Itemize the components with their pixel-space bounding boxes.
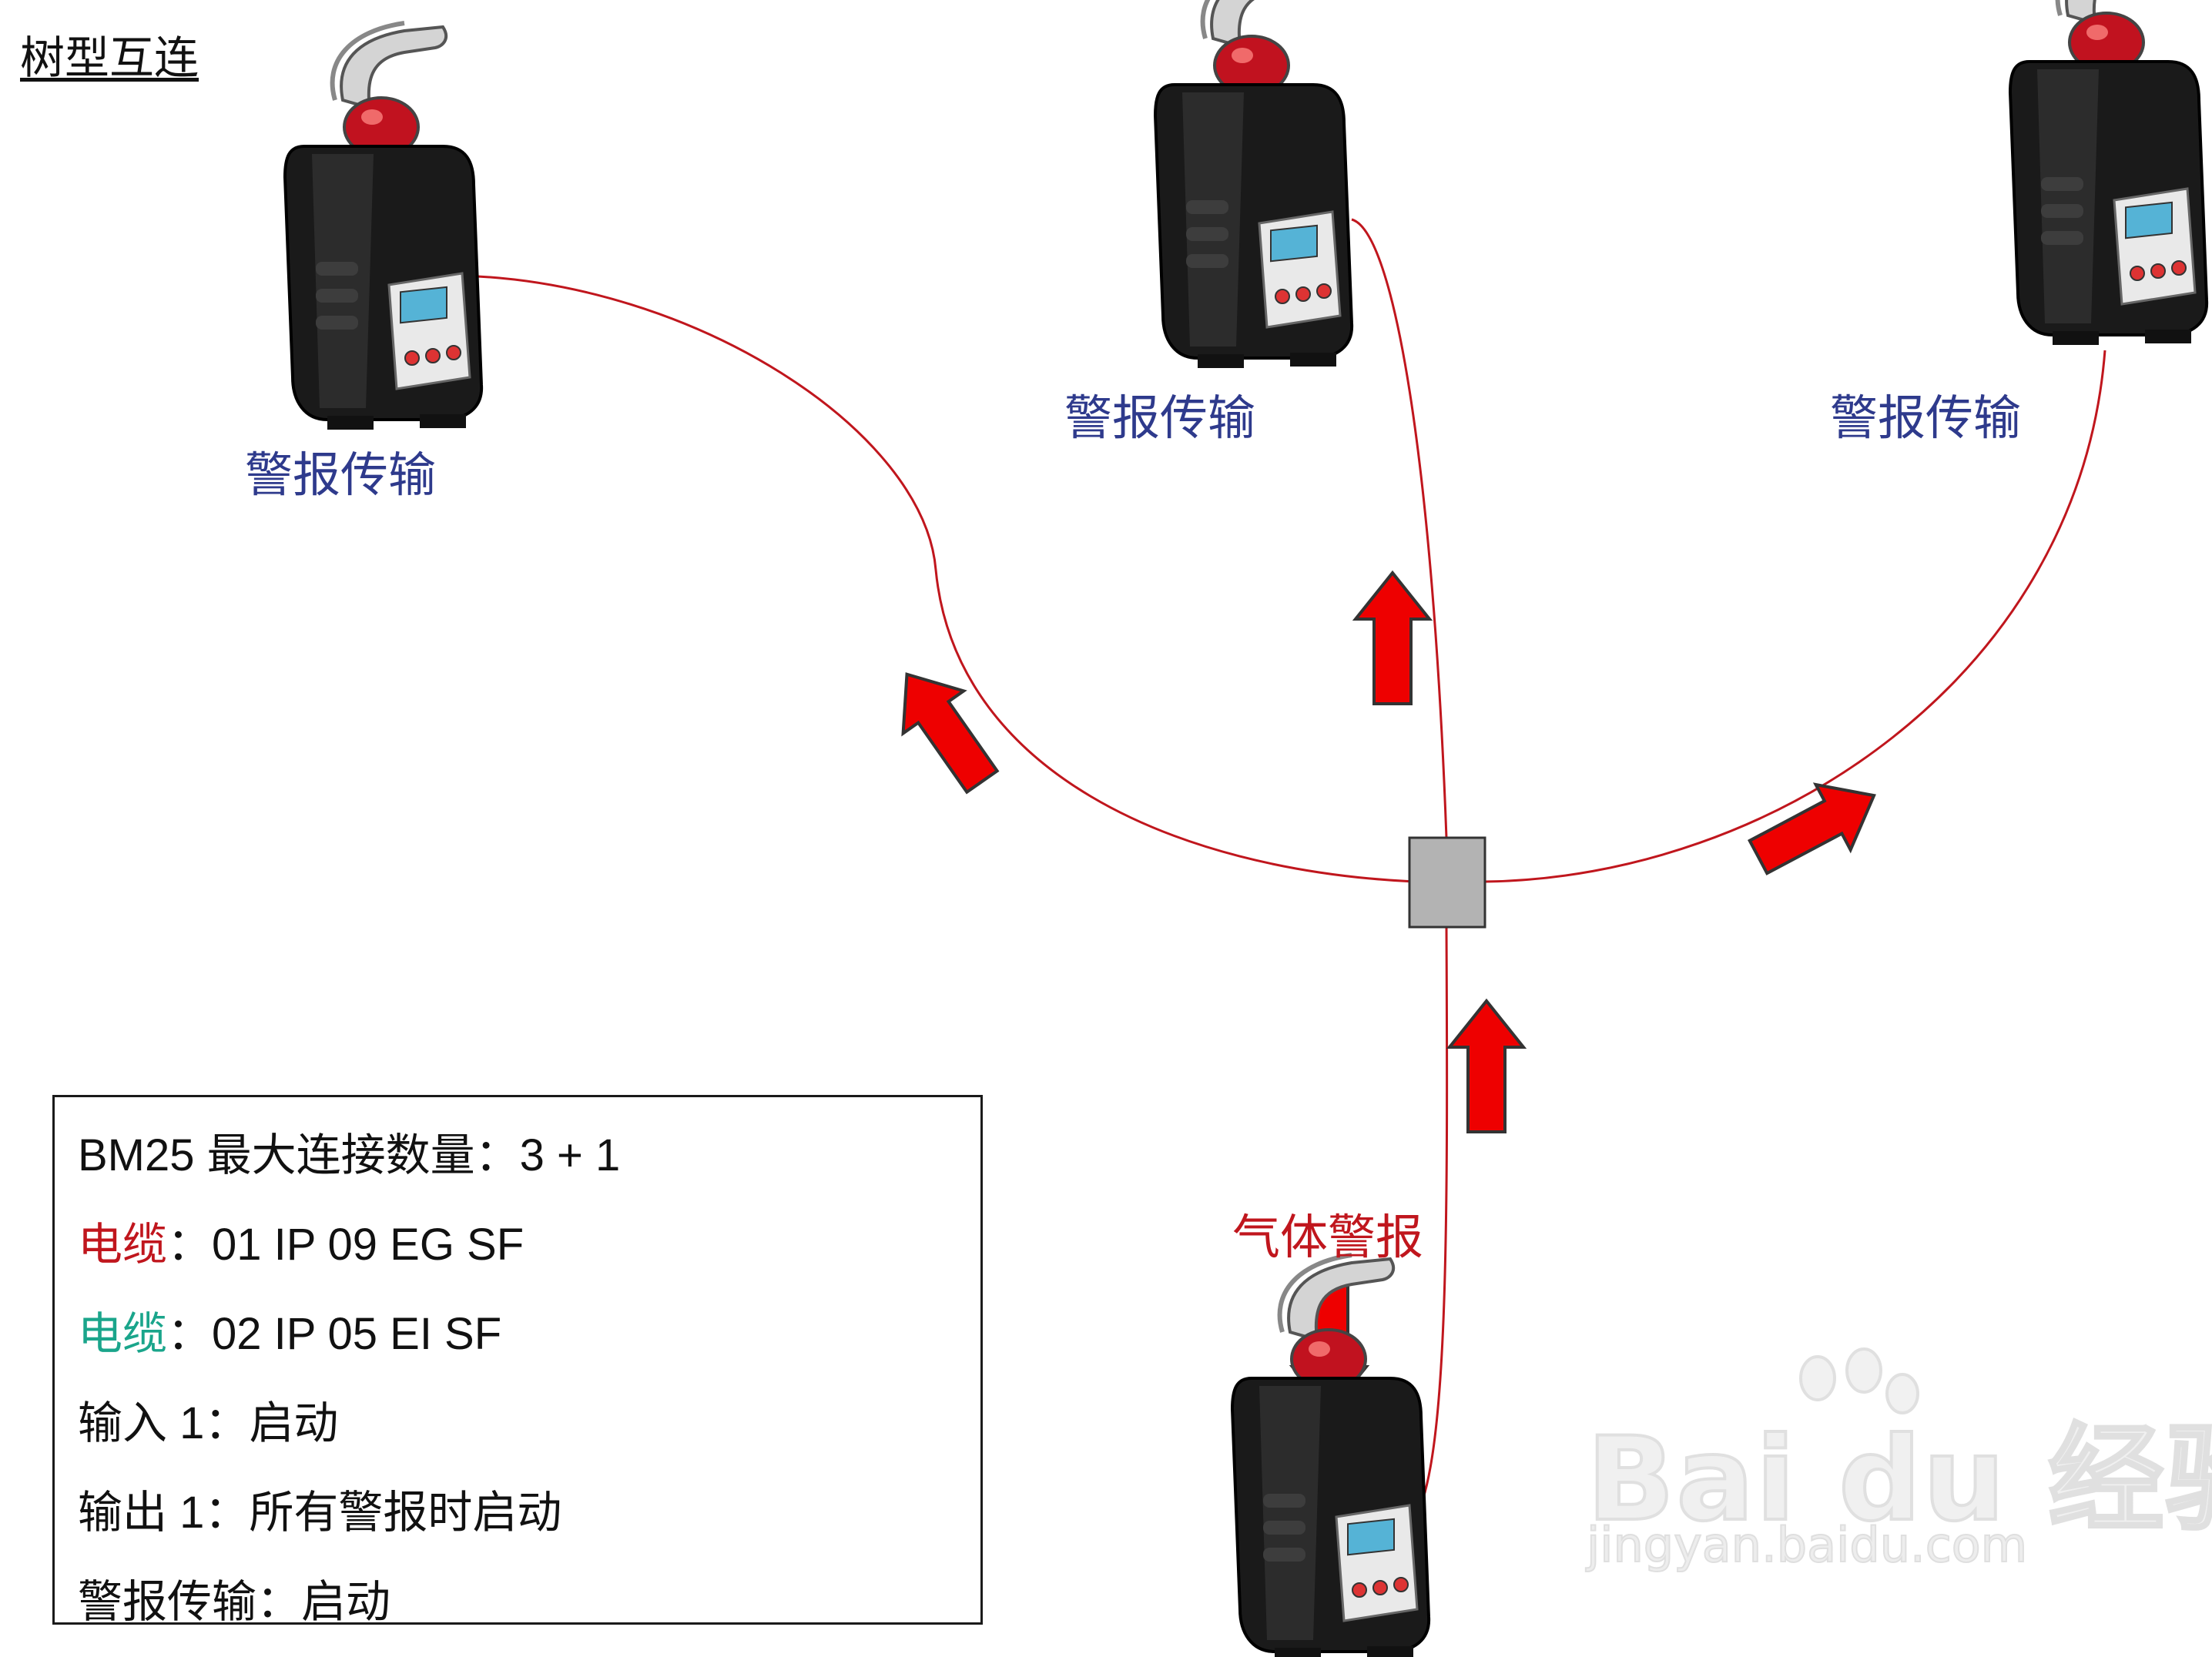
device-label-left: 警报传输	[245, 447, 437, 503]
gas-detector-top-icon	[1155, 0, 1352, 368]
info-cable-teal: 电缆：02 IP 05 EI SF	[78, 1297, 501, 1362]
arrow-to-left	[875, 651, 1014, 805]
cable-to-bottom-device	[1413, 926, 1449, 1521]
paw-icon	[1799, 1347, 1919, 1414]
cable-teal-spec: ：02 IP 05 EI SF	[167, 1309, 502, 1359]
info-input: 输入 1：启动	[78, 1398, 339, 1448]
cable-to-top-device	[1351, 218, 1448, 839]
cable-red-label: 电缆	[78, 1220, 168, 1270]
arrow-to-top	[1354, 571, 1431, 705]
arrow-to-right	[1741, 763, 1891, 890]
cable-to-right-device	[1484, 350, 2106, 883]
device-label-right: 警报传输	[1830, 390, 2022, 446]
info-cable-red: 电缆：01 IP 09 EG SF	[78, 1208, 524, 1273]
watermark-url: jingyan.baidu.com	[1586, 1516, 2028, 1574]
gas-detector-right-icon	[2010, 0, 2207, 345]
cable-red-spec: ：01 IP 09 EG SF	[167, 1220, 525, 1270]
baidu-watermark: Bai du 经验 jingyan.baidu.com	[1571, 1340, 2212, 1586]
gas-detector-left-icon	[285, 23, 481, 430]
info-box: BM25 最大连接数量：3 + 1 电缆：01 IP 09 EG SF 电缆：0…	[52, 1095, 983, 1627]
info-max-connections: BM25 最大连接数量：3 + 1	[78, 1130, 621, 1180]
junction-box	[1408, 836, 1486, 929]
info-alarm-transmission: 警报传输：启动	[78, 1577, 391, 1627]
page-title: 树型互连	[20, 32, 199, 84]
watermark-logo: Bai du 经验	[1585, 1411, 2212, 1548]
info-output: 输出 1：所有警报时启动	[78, 1488, 562, 1538]
cable-to-left-device	[458, 274, 1415, 883]
gas-alarm-label: 气体警报	[1232, 1209, 1424, 1265]
device-label-top: 警报传输	[1064, 390, 1256, 446]
arrow-up-from-bottom	[1448, 999, 1525, 1133]
cable-teal-label: 电缆	[78, 1309, 168, 1359]
